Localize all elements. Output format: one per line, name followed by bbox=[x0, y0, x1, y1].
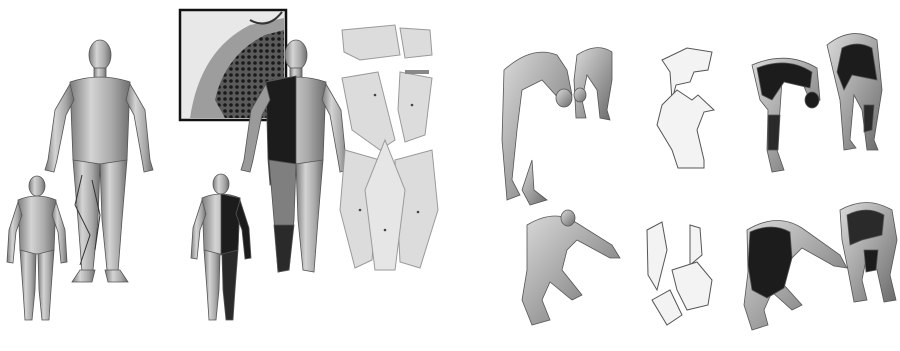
squat-figure-suit-bottom-right bbox=[840, 203, 897, 303]
flat-pattern-outline-bottom bbox=[647, 222, 712, 325]
standing-figure-back-half-suit bbox=[191, 174, 251, 320]
bent-figure-top-small bbox=[574, 48, 612, 120]
bent-figure-suit-top-right bbox=[827, 34, 882, 150]
flat-pattern-outline-top bbox=[657, 48, 714, 168]
standing-figure-back-small bbox=[7, 176, 67, 320]
flat-pattern-pieces bbox=[340, 25, 438, 270]
squat-figure-bottom-left bbox=[522, 210, 620, 325]
bent-figure-top-large bbox=[502, 52, 572, 205]
standing-figures-illustration bbox=[0, 0, 450, 351]
standing-figures-panel bbox=[0, 0, 450, 351]
bending-figures-illustration bbox=[472, 0, 900, 351]
bending-figures-panel bbox=[472, 0, 900, 351]
bent-figure-suit-top-left bbox=[752, 58, 820, 172]
squat-figure-suit-bottom-left bbox=[744, 220, 847, 330]
pattern-label-tag bbox=[405, 70, 429, 74]
